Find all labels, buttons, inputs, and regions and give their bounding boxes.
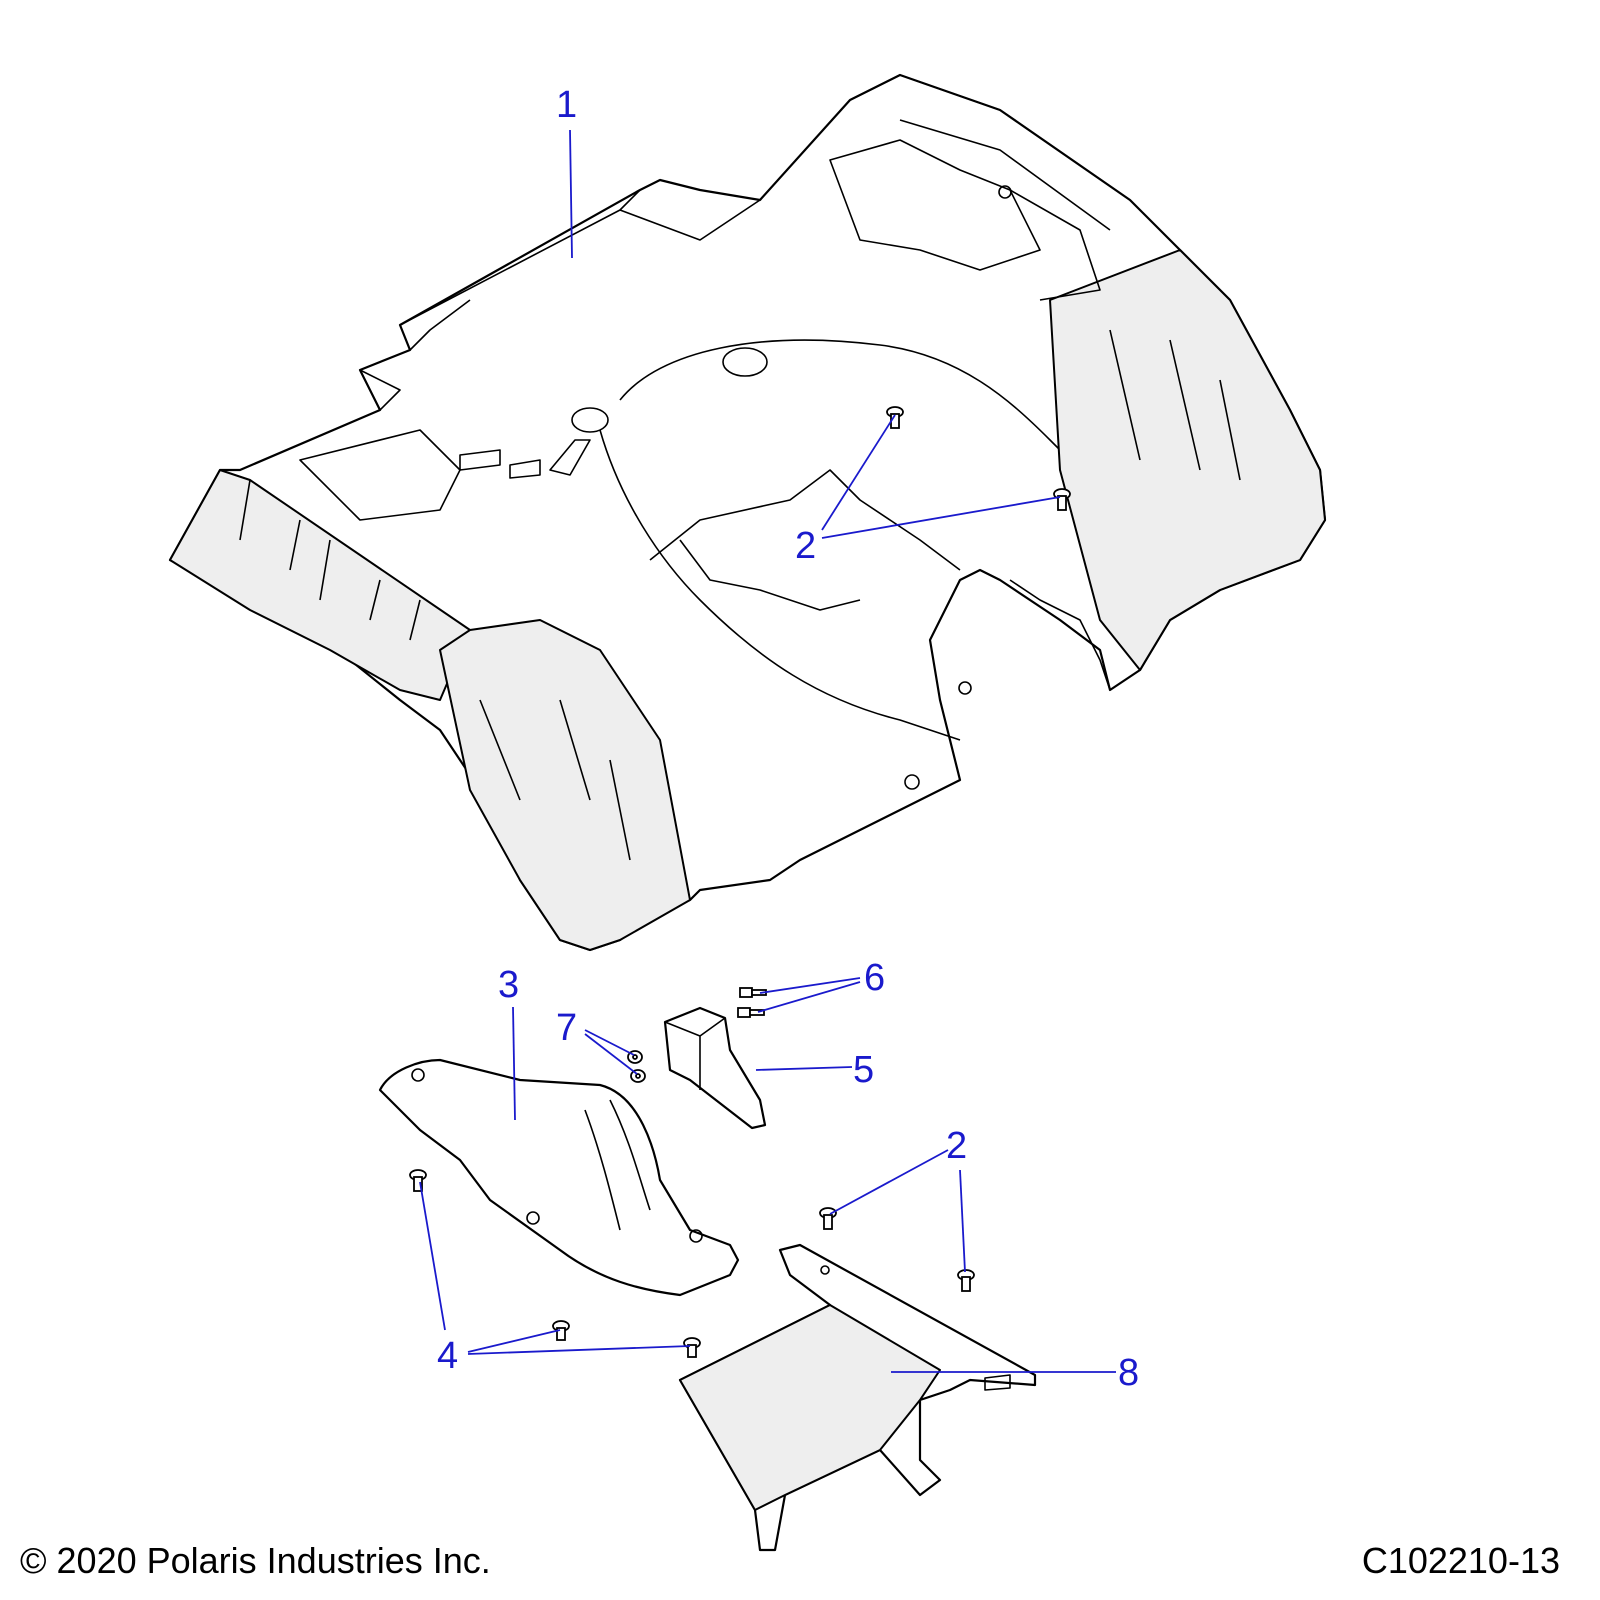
- callout-4: 4: [437, 1335, 458, 1377]
- shield-panel-part: [378, 1058, 740, 1297]
- callout-labels: 1 2 3 6 7 5 2 4 8: [437, 84, 1139, 1394]
- nut-fasteners: [627, 1050, 646, 1083]
- leader-lines: [419, 129, 1116, 1373]
- bracket-part: [663, 1006, 767, 1130]
- push-rivet-icon: [819, 1207, 837, 1230]
- lower-cover-part: [678, 1243, 1037, 1552]
- bolt-icon: [737, 1007, 765, 1018]
- figure-id: C102210-13: [1361, 1540, 1560, 1581]
- callout-2-upper: 2: [795, 525, 816, 567]
- copyright-notice: © 2020 Polaris Industries Inc.: [20, 1540, 491, 1581]
- callout-7: 7: [556, 1007, 577, 1049]
- screw-fasteners: [409, 1169, 701, 1358]
- screw-icon: [552, 1320, 570, 1341]
- push-rivet-fasteners: [819, 406, 1071, 1292]
- screw-icon: [409, 1169, 427, 1192]
- callout-6: 6: [864, 957, 885, 999]
- push-rivet-icon: [957, 1269, 975, 1292]
- callout-1: 1: [556, 84, 577, 126]
- callout-8: 8: [1118, 1352, 1139, 1394]
- callout-5: 5: [853, 1049, 874, 1091]
- callout-2-lower: 2: [946, 1125, 967, 1167]
- screw-icon: [683, 1337, 701, 1358]
- bolt-fasteners: [737, 987, 767, 1018]
- callout-3: 3: [498, 964, 519, 1006]
- rear-fender-part: [168, 73, 1327, 952]
